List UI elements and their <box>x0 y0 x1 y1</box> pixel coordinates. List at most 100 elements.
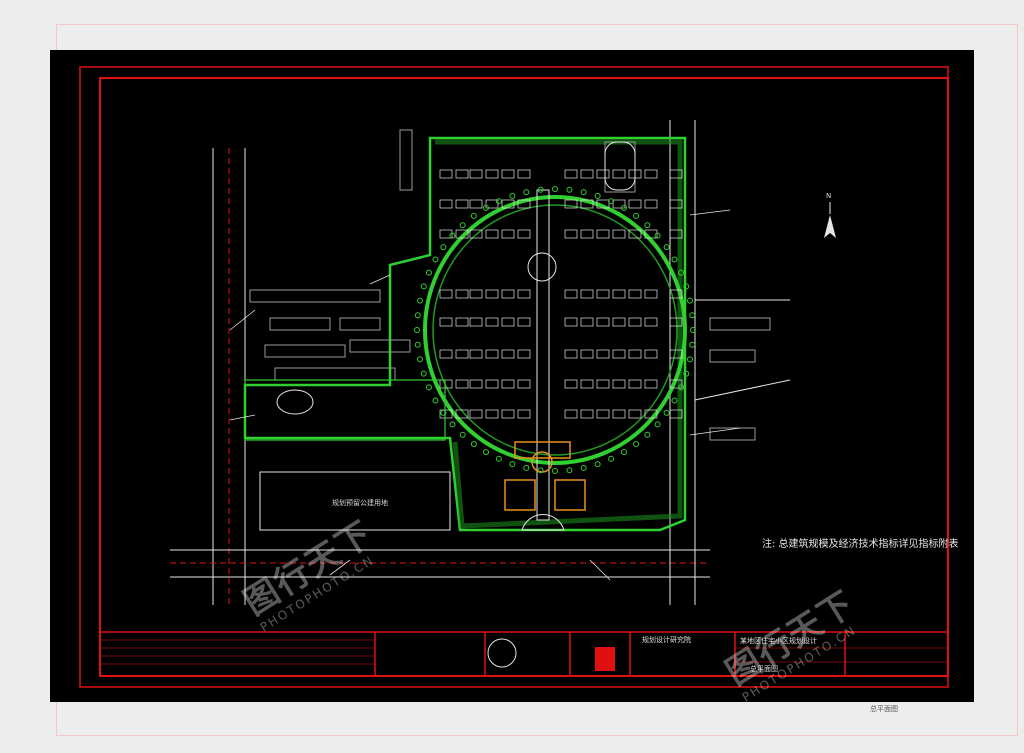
residential-block <box>469 349 483 359</box>
residential-block <box>564 379 578 389</box>
tree-symbol <box>654 421 661 428</box>
tree-symbol <box>483 449 489 456</box>
reserved-land <box>259 471 451 531</box>
residential-block <box>517 229 531 239</box>
residential-block <box>517 349 531 359</box>
title-block-logo <box>595 647 615 671</box>
residential-block <box>469 199 483 209</box>
tree-symbol <box>621 204 627 211</box>
tree-symbol <box>509 461 516 468</box>
residential-block <box>517 379 531 389</box>
tree-symbol <box>690 327 696 333</box>
tree-symbol <box>440 409 447 416</box>
residential-blocks <box>414 169 696 474</box>
residential-block <box>669 379 683 389</box>
residential-block <box>628 349 642 359</box>
residential-block <box>644 229 658 239</box>
residential-block <box>455 169 469 179</box>
residential-block <box>564 349 578 359</box>
residential-block <box>439 409 453 419</box>
tree-symbol <box>621 449 627 456</box>
residential-block <box>644 199 658 209</box>
tree-symbol <box>686 356 693 363</box>
south-road <box>170 549 710 578</box>
tree-symbol <box>414 341 421 348</box>
tree-symbol <box>537 186 544 193</box>
reserved-land-label: 规划预留公建用地 <box>332 499 388 507</box>
residential-block <box>628 317 642 327</box>
residential-block <box>612 409 626 419</box>
tree-symbol <box>509 192 516 199</box>
residential-block <box>596 349 610 359</box>
residential-block <box>485 289 499 299</box>
residential-block <box>501 409 515 419</box>
residential-block <box>580 349 594 359</box>
tree-symbol <box>417 356 424 363</box>
residential-block <box>612 169 626 179</box>
residential-block <box>580 317 594 327</box>
drawing-note: 注: 总建筑规模及经济技术指标详见指标附表 <box>762 539 959 550</box>
tree-symbol <box>425 384 432 391</box>
residential-block <box>439 317 453 327</box>
tree-symbol <box>420 370 427 377</box>
west-subarea <box>244 379 446 441</box>
tree-symbol <box>425 269 432 276</box>
residential-block <box>564 409 578 419</box>
title-block <box>99 631 949 677</box>
residential-block <box>628 379 642 389</box>
tree-symbol <box>552 468 558 474</box>
residential-block <box>564 289 578 299</box>
tree-symbol <box>594 192 601 199</box>
tree-symbol <box>495 198 502 205</box>
tree-symbol <box>580 464 587 471</box>
residential-block <box>596 229 610 239</box>
residential-block <box>501 349 515 359</box>
tree-symbol <box>414 312 421 319</box>
tree-symbol <box>483 204 489 211</box>
residential-block <box>439 229 453 239</box>
residential-block <box>669 317 683 327</box>
tree-symbol <box>594 461 601 468</box>
residential-block <box>439 289 453 299</box>
tree-symbol <box>495 455 502 462</box>
north-arrow <box>824 202 836 238</box>
residential-block <box>669 199 683 209</box>
tree-symbol <box>654 232 661 239</box>
tree-symbol <box>678 384 685 391</box>
tree-symbol <box>470 441 477 448</box>
residential-block <box>596 409 610 419</box>
tree-symbol <box>671 397 678 404</box>
tree-symbol <box>683 370 690 377</box>
residential-block <box>564 229 578 239</box>
tree-symbol <box>449 232 456 239</box>
residential-block <box>517 199 531 209</box>
tree-symbol <box>580 189 587 196</box>
residential-block <box>596 317 610 327</box>
residential-block <box>455 229 469 239</box>
residential-block <box>485 229 499 239</box>
tree-symbol <box>678 269 685 276</box>
residential-block <box>612 317 626 327</box>
residential-block <box>580 379 594 389</box>
central-ring-road <box>423 195 687 465</box>
residential-block <box>485 349 499 359</box>
site-boundary <box>243 136 687 532</box>
tree-symbol <box>449 421 456 428</box>
west-road <box>212 148 246 605</box>
tree-symbol <box>417 297 424 304</box>
north-arrow-label: N <box>826 192 832 200</box>
residential-block <box>564 199 578 209</box>
residential-block <box>669 409 683 419</box>
tree-symbol <box>523 189 530 196</box>
residential-block <box>580 409 594 419</box>
residential-block <box>612 349 626 359</box>
tree-symbol <box>523 464 530 471</box>
tree-symbol <box>566 186 573 193</box>
tree-symbol <box>537 467 544 474</box>
residential-block <box>580 289 594 299</box>
outer-caption: 总平面图 <box>870 705 898 713</box>
residential-block <box>501 379 515 389</box>
residential-block <box>644 169 658 179</box>
residential-block <box>517 169 531 179</box>
tree-symbol <box>689 312 696 319</box>
